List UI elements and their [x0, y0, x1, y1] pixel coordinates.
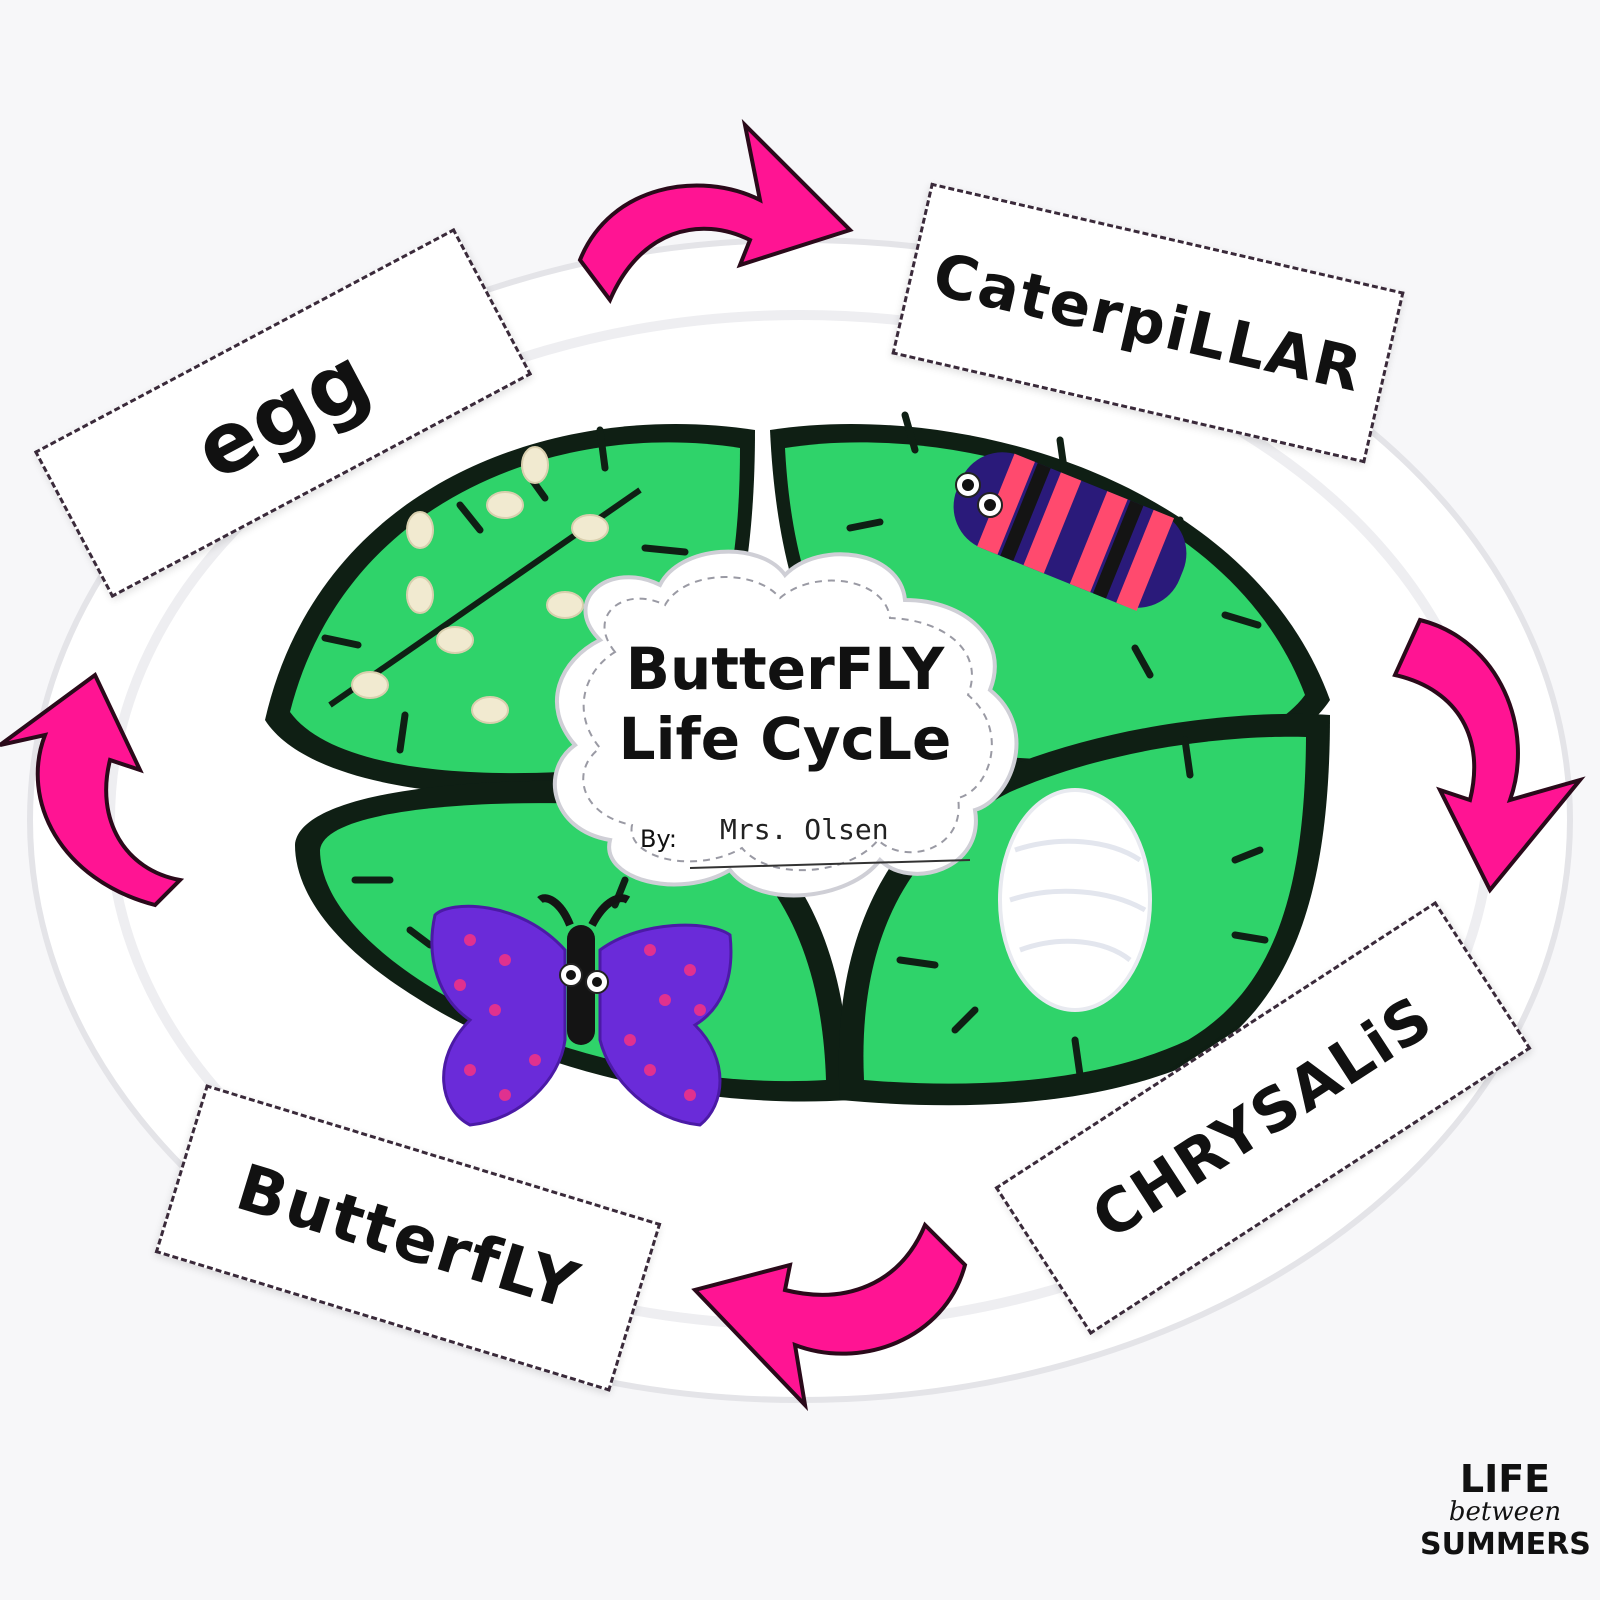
by-label: By:: [640, 825, 677, 853]
title-card: ButterFLY Life CycLe By: Mrs. Olsen: [545, 555, 1025, 915]
logo-line-2: between: [1420, 1498, 1590, 1526]
title-line-2: Life CycLe: [545, 705, 1025, 773]
author-name: Mrs. Olsen: [720, 813, 889, 846]
logo-line-3: SUMMERS: [1420, 1526, 1590, 1564]
logo-line-1: LIFE: [1420, 1460, 1590, 1498]
title-line-1: ButterFLY: [545, 635, 1025, 703]
brand-logo: LIFE between SUMMERS: [1420, 1460, 1590, 1590]
